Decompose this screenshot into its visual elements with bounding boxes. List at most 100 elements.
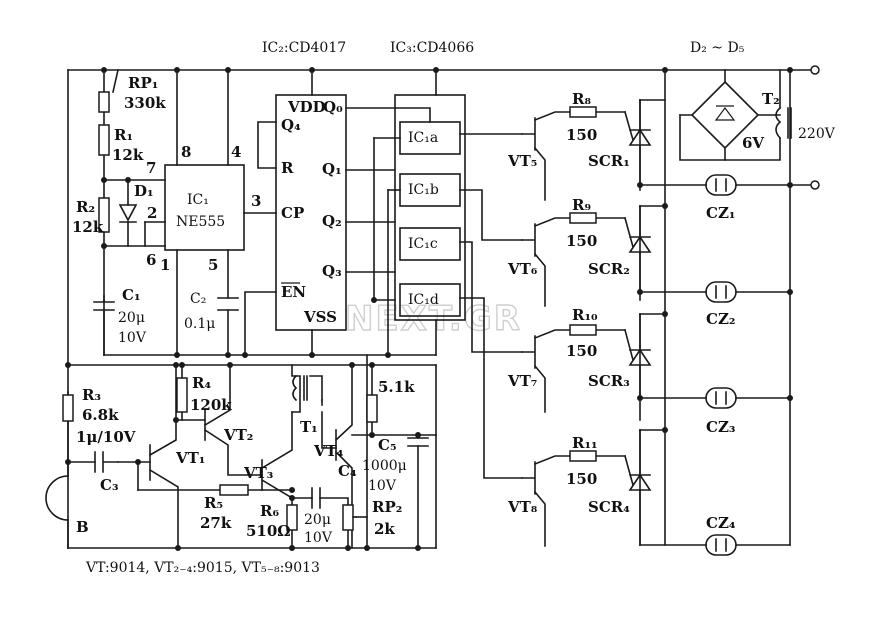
label-r5-val: 27k [200,514,232,532]
label-c1-val: 20μ [118,310,145,326]
transistors [521,117,536,495]
pin-vss: VSS [303,308,337,326]
diode-d1 [118,204,138,223]
label-r1: R₁ [114,126,133,144]
label-t1: T₁ [300,418,318,436]
label-rp1: RP₁ [128,74,158,92]
microphone-icon [45,475,69,521]
label-mic: B [76,518,89,536]
resistors [62,91,597,531]
resistor-r11 [569,450,597,462]
pin-2: 2 [147,204,157,222]
label-cz2: CZ₂ [706,310,735,328]
transformer-t2 [775,106,792,140]
label-ic1-type: NE555 [176,214,225,230]
ic3-header: IC₃:CD4066 [390,40,474,56]
label-c2-val: 0.1μ [184,316,215,332]
capacitor-c4 [311,487,321,509]
labels: IC₂:CD4017 IC₃:CD4066 D₂ ~ D₅ RP₁ 330k R… [72,40,836,576]
ic1d-box [399,283,461,317]
label-c1-volt: 10V [118,330,147,346]
ic2-box [275,94,347,331]
label-220v: 220V [798,126,836,142]
label-c4: C₄ [338,462,357,480]
junctions [65,67,793,551]
pin-8: 8 [181,143,191,161]
label-c5-volt: 10V [368,478,397,494]
pin-cp: CP [281,204,304,222]
ic2-header: IC₂:CD4017 [262,40,346,56]
label-vt7: VT₇ [507,372,537,390]
label-ic1a: IC₁a [408,130,438,146]
label-cz4: CZ₄ [706,514,736,532]
label-scr4: SCR₄ [588,498,630,516]
label-scr1: SCR₁ [588,152,630,170]
resistor-r2 [98,197,110,233]
resistor-r9 [569,212,597,224]
pin-vdd: VDD [287,98,326,116]
resistor-r6 [286,504,298,531]
label-r9: R₉ [572,196,591,214]
label-r1-val: 12k [112,146,144,164]
label-c3: C₃ [100,476,119,494]
transistor-vt8 [521,461,536,495]
pin-4: 4 [231,143,241,161]
pin-5: 5 [208,256,218,274]
label-r2: R₂ [76,198,95,216]
pin-q4: Q₄ [281,116,301,134]
pin-q1: Q₁ [322,160,342,178]
ic3-box [394,94,466,321]
transistor-vt5 [521,117,536,151]
label-c1: C₁ [122,286,141,304]
label-vt2: VT₂ [223,426,253,444]
label-r11: R₁₁ [572,434,598,452]
transformer-t1 [292,374,308,402]
label-vt4: VT₄ [313,442,344,460]
resistor-r3 [62,394,74,422]
outlet-cz3 [705,387,737,409]
diodes [118,80,781,223]
pin-1: 1 [160,256,170,274]
watermark: NEXT.GR [345,299,522,339]
pin-6: 6 [146,251,156,269]
resistor-5k1 [366,394,378,423]
label-vt1: VT₁ [175,449,205,467]
label-r4: R₄ [192,374,211,392]
pin-q2: Q₂ [322,212,342,230]
label-d1: D₁ [134,182,154,200]
label-r8-val: 150 [566,126,597,144]
label-r6-val: 510Ω [246,522,291,540]
label-r2-val: 12k [72,218,104,236]
label-r3: R₃ [82,386,101,404]
label-ic1c: IC₁c [408,236,438,252]
ic1b-box [399,173,461,207]
resistor-r8 [569,106,597,118]
label-rp2: RP₂ [372,498,402,516]
capacitor-c1 [93,301,115,356]
label-r6: R₆ [260,502,279,520]
pin-q3: Q₃ [322,262,342,280]
ic1a-box [399,121,461,155]
label-r9-val: 150 [566,232,597,250]
scr1 [624,99,652,186]
label-vt5: VT₅ [507,152,537,170]
resistor-rp1 [98,91,110,113]
label-r8: R₈ [572,90,591,108]
ic1c-box [399,227,461,261]
resistor-r1 [98,124,110,156]
label-cz1: CZ₁ [706,204,735,222]
label-r4-val: 120k [190,396,232,414]
capacitor-c3 [94,451,119,473]
label-c5-val: 1000μ [362,458,407,474]
label-scr3: SCR₃ [588,372,630,390]
label-c4-volt: 10V [304,530,333,546]
label-c2: C₂ [190,291,206,307]
pin-3: 3 [251,192,261,210]
transistor-vt6 [521,223,536,257]
label-ic1d: IC₁d [408,292,439,308]
label-rp2-val: 2k [374,520,395,538]
label-r3-val: 6.8k [82,406,119,424]
resistor-r5 [219,484,249,496]
capacitor-c2 [217,297,239,311]
